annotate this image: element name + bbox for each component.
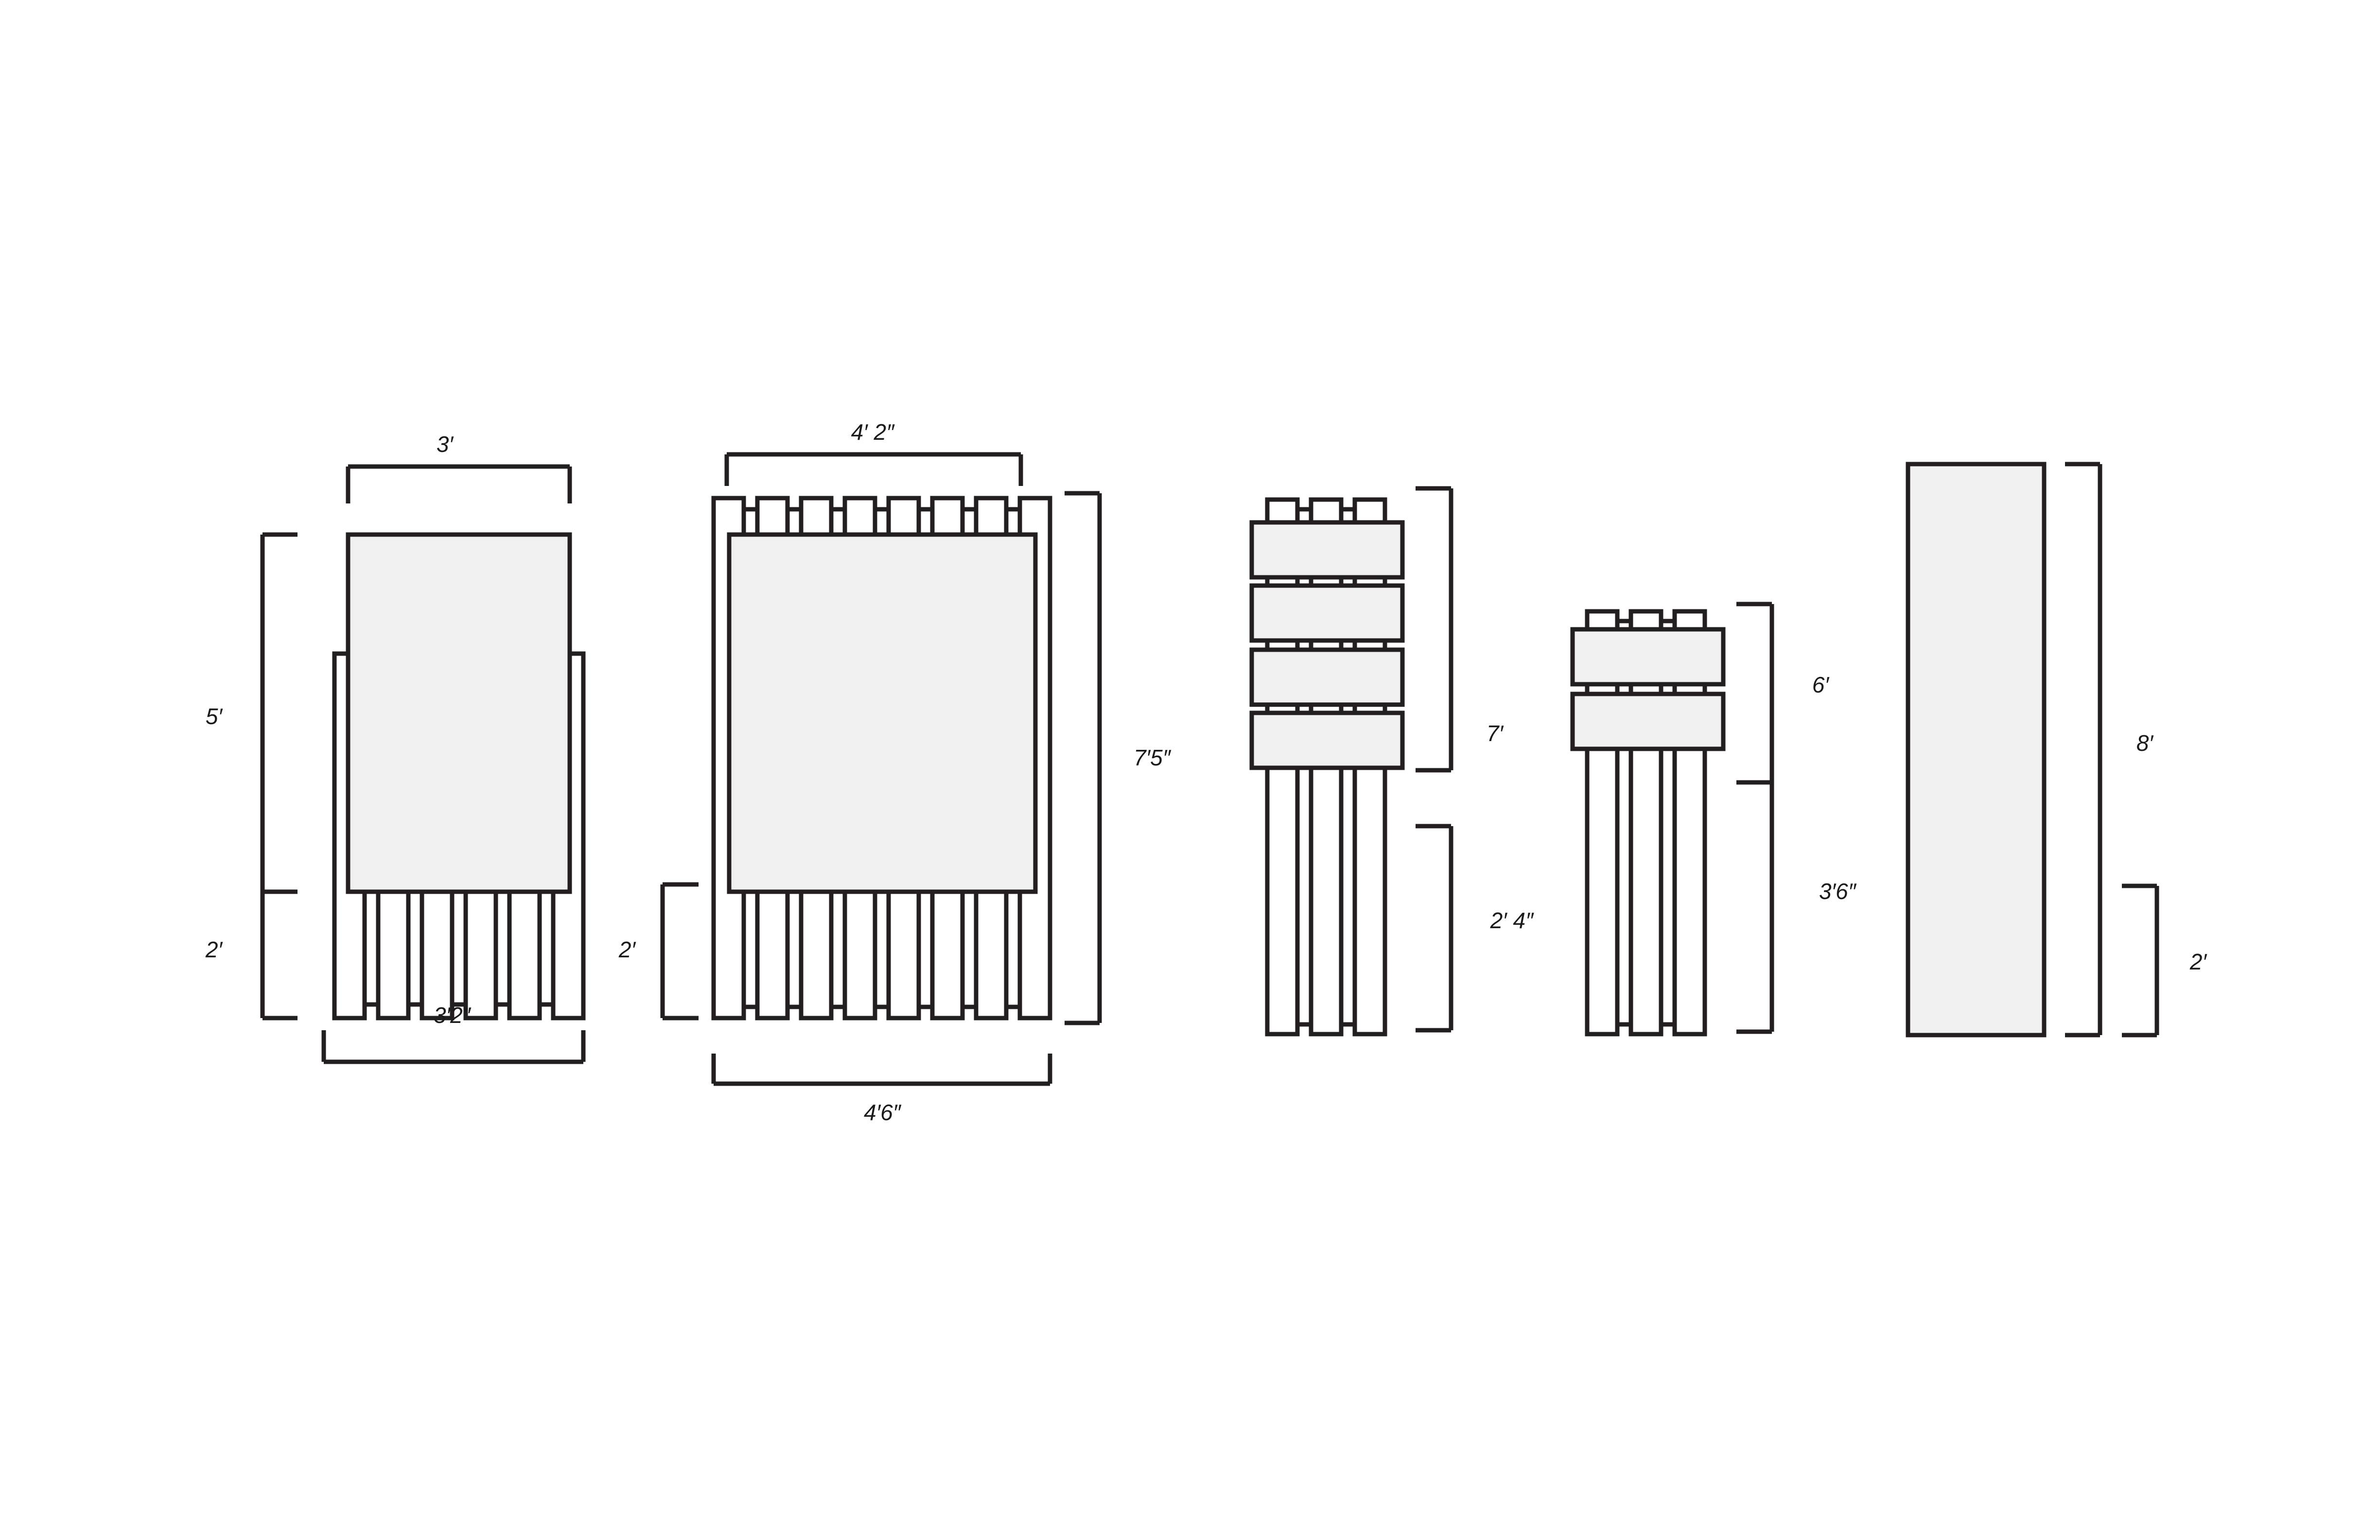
figure-2-bottom-width-dimension — [711, 1054, 1052, 1086]
figure-3-upper-dimension — [1416, 486, 1453, 773]
figure-1-panel — [346, 532, 572, 894]
figure-4-banded-post-assembly: 6′ 3′6″ — [1570, 602, 1857, 1037]
figure-3-lower-dimension — [1416, 824, 1453, 1033]
figure-3-band-2 — [1249, 583, 1405, 643]
figure-2-right-height-dimension — [1065, 491, 1102, 1025]
figure-1-top-width-label: 3′ — [437, 432, 454, 457]
figure-4-right-dimension — [1736, 602, 1774, 1034]
figure-2-lower-height-label: 2′ — [618, 937, 636, 962]
figure-5-total-dimension — [2065, 462, 2102, 1038]
figure-5-panel — [1906, 462, 2047, 1038]
figure-1-left-height-dimension — [260, 532, 298, 1021]
figure-2-panel — [727, 532, 1038, 894]
figure-5-lower-dimension — [2122, 883, 2159, 1038]
figure-3-bands — [1249, 520, 1405, 770]
figure-1-top-width-dimension — [346, 464, 572, 503]
figure-4-band-2 — [1570, 692, 1726, 751]
figure-3-upper-height-label: 7′ — [1487, 721, 1504, 746]
figure-2-slatted-panel-tall: 4′ 2″ 7′5″ 2′ 4′6″ — [618, 419, 1172, 1125]
figure-1-upper-height-label: 5′ — [206, 704, 223, 729]
figure-2-top-width-label: 4′ 2″ — [851, 419, 895, 445]
figure-5-solid-panel: 8′ 2′ — [1906, 462, 2207, 1038]
figure-2-bottom-width-label: 4′6″ — [864, 1100, 902, 1125]
figure-3-band-3 — [1249, 647, 1405, 707]
figure-2-total-height-label: 7′5″ — [1134, 745, 1172, 770]
figure-1-bottom-width-dimension — [321, 1030, 586, 1064]
figure-5-total-height-label: 8′ — [2136, 730, 2154, 756]
figure-5-lower-height-label: 2′ — [2189, 949, 2207, 974]
figure-4-band-1 — [1570, 627, 1726, 687]
figure-4-upper-height-label: 6′ — [1812, 672, 1830, 697]
figure-2-left-lower-dimension — [660, 882, 699, 1021]
figure-3-lower-height-label: 2′ 4″ — [1490, 908, 1535, 933]
figure-1-bottom-width-label: 3′2″ — [434, 1003, 472, 1028]
figure-3-banded-post-assembly: 7′ 2′ 4″ — [1249, 486, 1535, 1037]
figure-2-top-width-dimension — [724, 452, 1023, 486]
figure-4-lower-height-label: 3′6″ — [1819, 879, 1857, 904]
figure-1-slatted-panel-short: 3′ 5′ 2′ 3′2″ — [205, 432, 586, 1064]
figure-1-lower-height-label: 2′ — [205, 937, 223, 962]
figure-3-band-4 — [1249, 710, 1405, 770]
figure-4-bands — [1570, 627, 1726, 751]
figure-3-band-1 — [1249, 520, 1405, 580]
